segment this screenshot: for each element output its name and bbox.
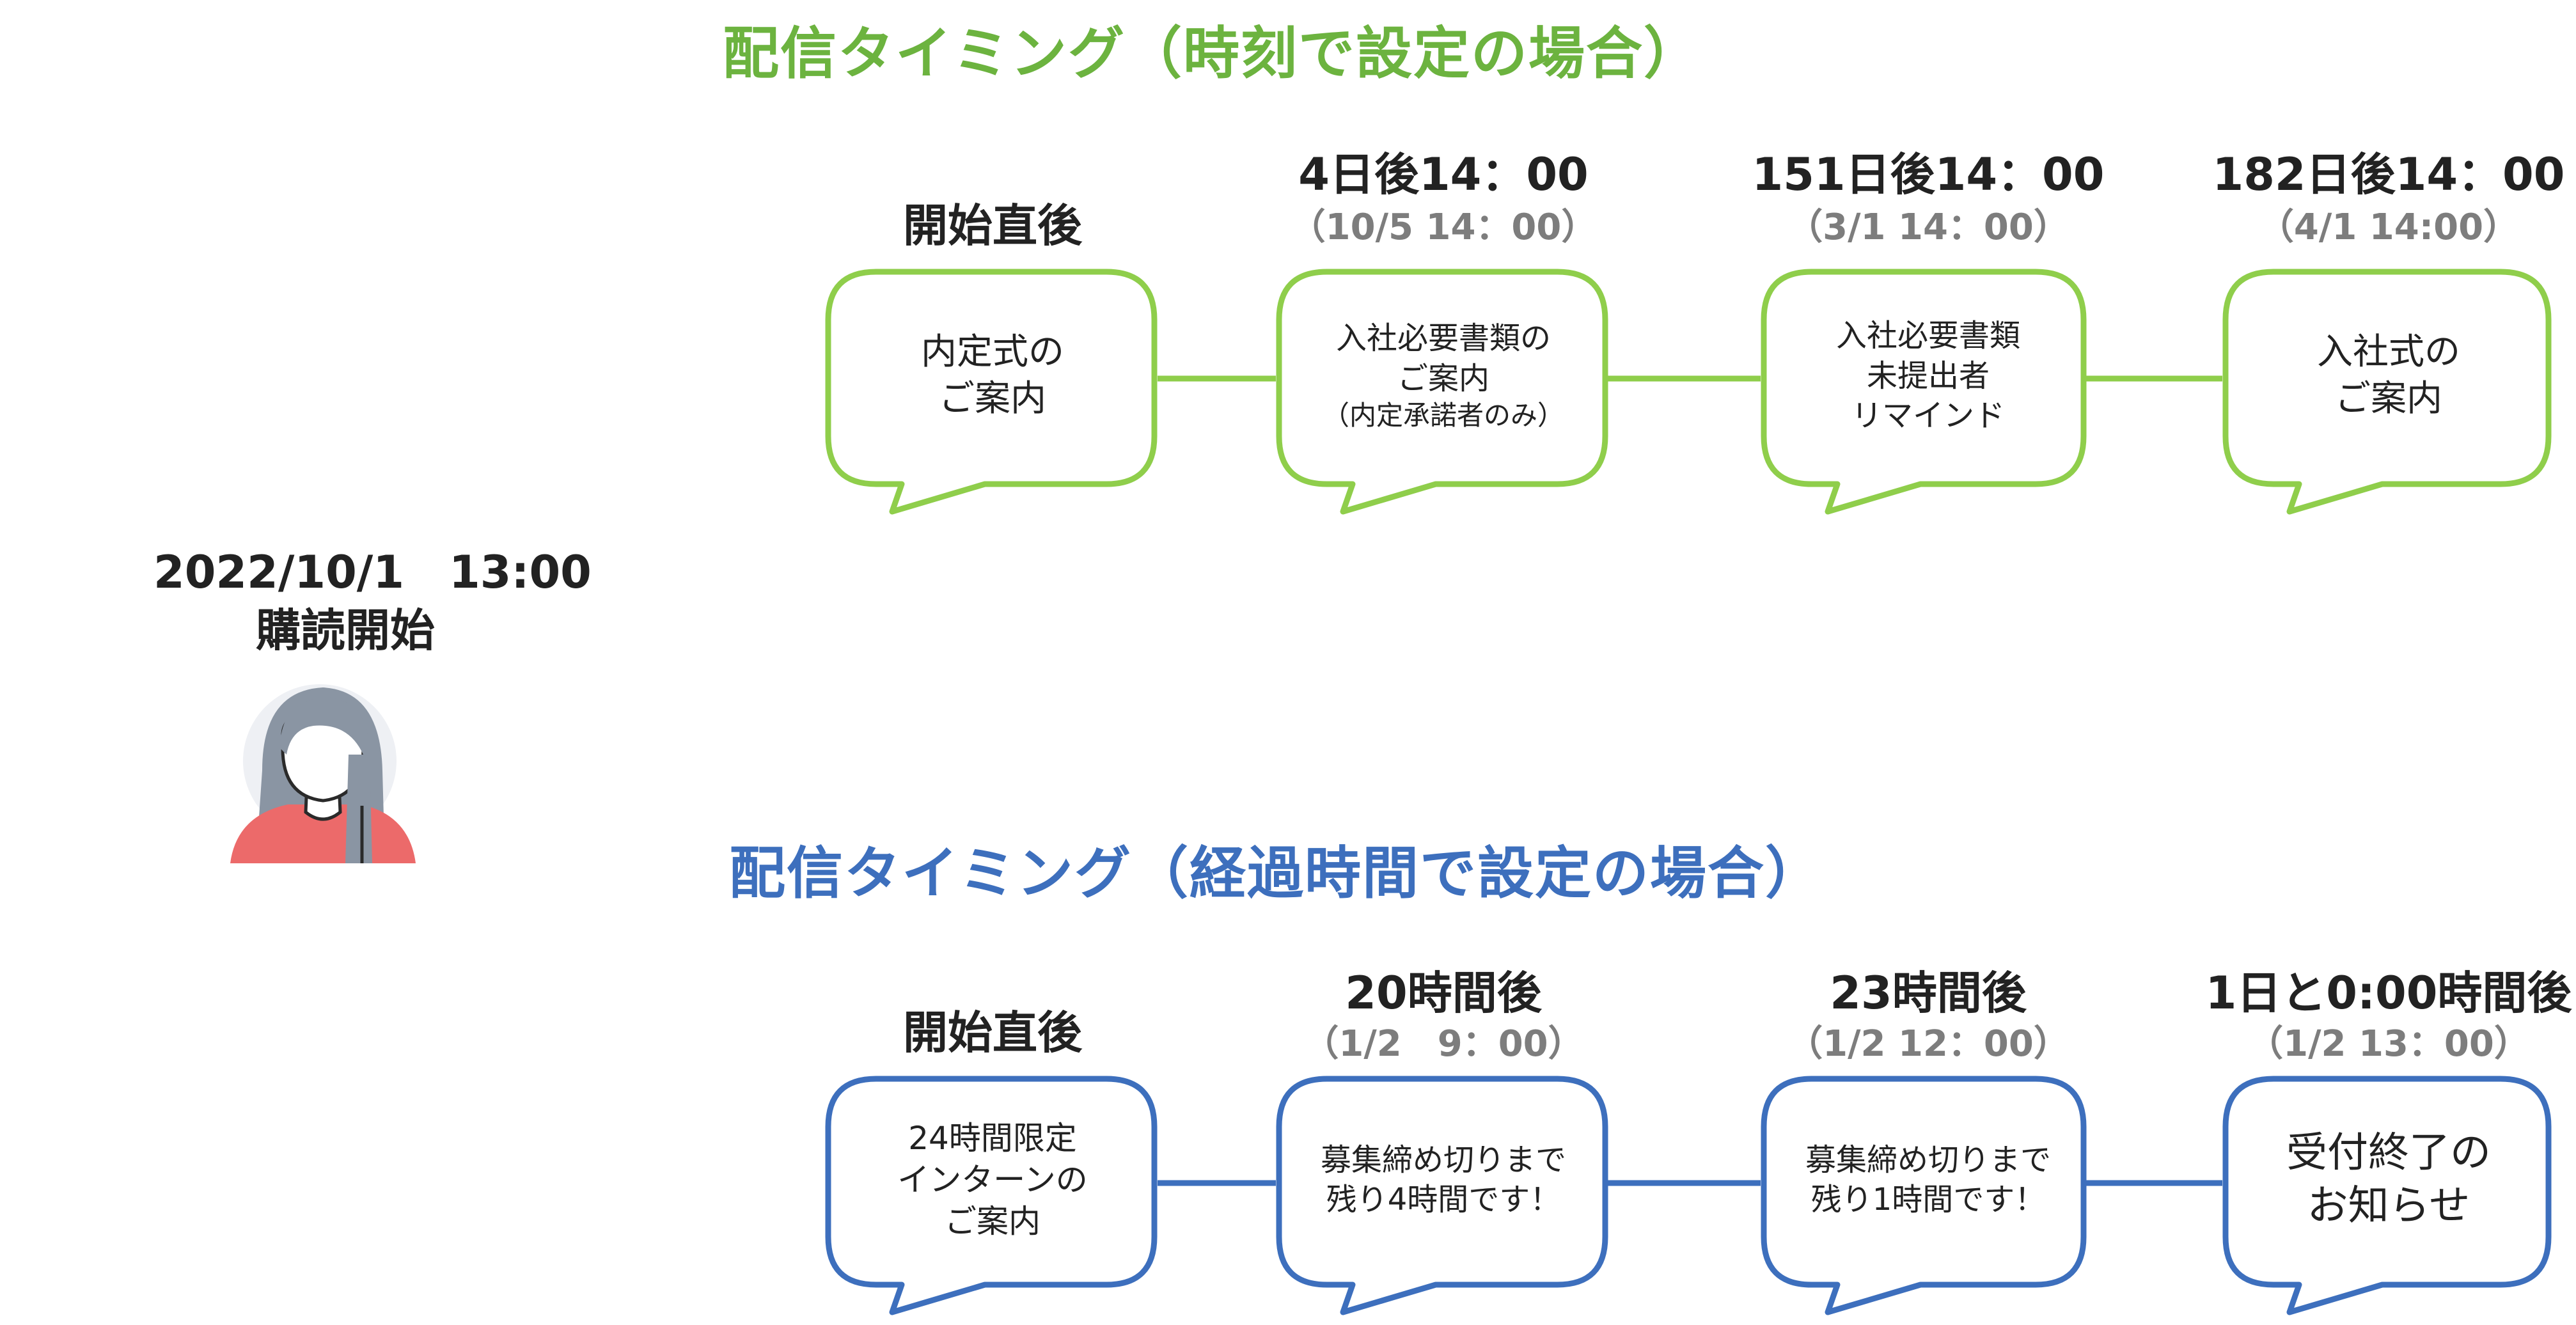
speech-bubble xyxy=(1761,269,2087,515)
step-label: 182日後14：00 xyxy=(2212,148,2565,201)
step-sublabel: （4/1 14:00） xyxy=(2258,207,2520,248)
step-label: 151日後14：00 xyxy=(1752,148,2105,201)
subscriber-datetime: 2022/10/1 13:00 xyxy=(153,546,592,599)
subscriber-caption: 購読開始 xyxy=(256,604,435,657)
bubble-text: 24時間限定 インターンの ご案内 xyxy=(897,1119,1088,1240)
bubble-text: 受付終了の お知らせ xyxy=(2286,1129,2491,1230)
step-label: 1日と0:00時間後 xyxy=(2205,967,2572,1019)
bubble-text: 募集締め切りまで 残り1時間です！ xyxy=(1805,1141,2051,1218)
bubble-text: 募集締め切りまで 残り4時間です！ xyxy=(1320,1141,1566,1218)
step-label: 開始直後 xyxy=(903,1007,1082,1059)
step-sublabel: （3/1 14：00） xyxy=(1787,207,2069,248)
speech-bubble xyxy=(1761,1076,2087,1315)
section-title-elapsed: 配信タイミング（経過時間で設定の場合） xyxy=(729,840,1823,906)
speech-bubble xyxy=(1276,269,1608,515)
speech-bubble xyxy=(825,269,1158,515)
step-sublabel: （10/5 14：00） xyxy=(1289,207,1598,248)
bubble-text: 入社必要書類の ご案内 （内定承諾者のみ） xyxy=(1322,320,1564,432)
speech-bubble xyxy=(1276,1076,1608,1315)
speech-bubble xyxy=(2222,269,2552,515)
timeline-time xyxy=(825,269,2552,515)
step-sublabel: （1/2 12：00） xyxy=(1787,1023,2069,1065)
speech-bubble xyxy=(825,1076,1158,1315)
bubble-text: 入社必要書類 未提出者 リマインド xyxy=(1835,318,2020,434)
woman-avatar-icon xyxy=(230,684,416,863)
step-sublabel: （1/2 13：00） xyxy=(2247,1023,2530,1065)
section-title-time: 配信タイミング（時刻で設定の場合） xyxy=(723,20,1702,86)
bubble-text: 内定式の ご案内 xyxy=(921,331,1064,419)
step-sublabel: （1/2 9：00） xyxy=(1303,1023,1584,1065)
step-label: 4日後14：00 xyxy=(1298,148,1589,201)
step-label: 23時間後 xyxy=(1830,967,2027,1019)
step-label: 20時間後 xyxy=(1345,967,1542,1019)
timeline-elapsed xyxy=(825,1076,2552,1315)
step-label: 開始直後 xyxy=(903,200,1082,252)
subscriber-info: 2022/10/1 13:00 購読開始 xyxy=(153,544,592,660)
speech-bubble xyxy=(2222,1076,2552,1315)
bubble-text: 入社式の ご案内 xyxy=(2317,331,2460,419)
